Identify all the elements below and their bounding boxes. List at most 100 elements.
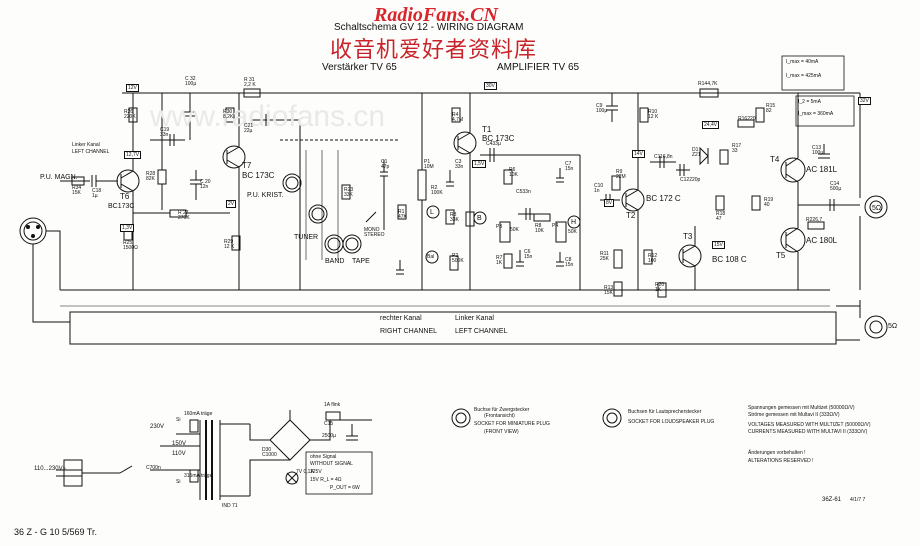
balance-label: Bal (427, 254, 435, 260)
t7-label: T7 (242, 161, 252, 170)
meas-en1: VOLTAGES MEASURED WITH MULTIZET (50000Ω/… (748, 422, 871, 428)
current-line2: I_max = 425mA (786, 73, 822, 79)
r14-label: R144,7K (698, 81, 718, 87)
fuse1-label: 160mA träge (184, 411, 213, 417)
watermark-site: RadioFans.CN (374, 4, 498, 26)
alt-en: ALTERATIONS RESERVED ! (748, 458, 814, 464)
subtitle-en: AMPLIFIER TV 65 (497, 62, 580, 73)
signal-v2: 15V R_L = 4Ω (310, 477, 342, 483)
transistor-t3 (678, 226, 702, 290)
pu-magn-socket (19, 217, 70, 323)
left-channel-box-de: Linker Kanal (455, 315, 494, 322)
transistor-t7 (222, 93, 246, 290)
transistor-t1 (453, 93, 477, 290)
legend-mini-en2: (FRONT VIEW) (484, 429, 519, 435)
transistor-t2 (621, 93, 645, 290)
speaker-ohm-bottom: 5Ω (888, 323, 898, 330)
left-channel-box-en: LEFT CHANNEL (455, 328, 508, 335)
balance-marker (425, 250, 439, 264)
t7-type: BC 173C (242, 171, 275, 180)
r16-label: R16220 (738, 116, 756, 122)
pu-krist-label: P.U. KRIST. (247, 192, 284, 199)
current-line3: I_2 = 5mA (798, 99, 821, 105)
tuner-socket (308, 204, 328, 224)
r34-resistor (71, 176, 85, 186)
t4-label: T4 (770, 155, 780, 164)
current-line4: I_max = 360mA (798, 111, 834, 117)
fuse2-si: Si (176, 479, 181, 485)
tuner-label: TUNER (294, 234, 319, 241)
band-label: BAND (325, 258, 345, 265)
current-line1: I_max = 40mA (786, 59, 819, 65)
t6-label: T6 (120, 192, 130, 201)
legend-spk-en: SOCKET FOR LOUDSPEAKER PLUG (628, 419, 715, 425)
left-channel-de: Linker Kanal (72, 142, 100, 148)
current-box-top (781, 55, 845, 91)
doc-code2: 4/1/7 7 (850, 497, 866, 503)
t2-label: T2 (626, 211, 636, 220)
meas-de2: Ströme gemessen mit Multavi II (333Ω/V) (748, 412, 840, 418)
channel-box (69, 311, 837, 345)
pu-krist-socket (282, 173, 302, 193)
t5-label: T5 (776, 251, 786, 260)
c11-label: C116,8n (654, 154, 673, 160)
speaker-socket-top (864, 195, 888, 219)
t5-type: AC 180L (806, 236, 838, 245)
watermark-chinese: 收音机爱好者资料库 (330, 38, 538, 63)
signal-p: P_OUT = 6W (330, 485, 360, 491)
right-channel-de: rechter Kanal (380, 315, 422, 322)
pu-magn-label: P.U. MAGN. (40, 174, 78, 181)
treble-label: H (571, 219, 577, 226)
p3-label: P3 (496, 224, 503, 230)
legend-mini-en: SOCKET FOR MINIATURE PLUG (474, 421, 550, 427)
voltage-pill: 12,7V (124, 151, 142, 159)
signal-v1: 125V (310, 469, 322, 475)
lamp-label: 7V 0,1A (296, 469, 314, 475)
voltage-pill: 1,3V (120, 224, 135, 232)
transistor-t5 (780, 227, 806, 290)
speaker-ohm-top: 5Ω (872, 205, 882, 212)
mono-stereo-label: MONO STEREO (364, 227, 385, 238)
p3-value: 50K (510, 227, 519, 233)
t3-label: T3 (683, 232, 693, 241)
alt-de: Änderungen vorbehalten ! (748, 450, 806, 456)
voltage-pill: 30V (484, 82, 497, 90)
legend-mini-de2: (Frontansicht) (484, 413, 515, 419)
signal-sub: WITHOUT SIGNAL (310, 461, 353, 467)
signal-title: ohne Signal (310, 454, 337, 460)
bass-marker (473, 211, 487, 225)
bass-label: B (477, 215, 482, 222)
tape-label: TAPE (352, 258, 370, 265)
